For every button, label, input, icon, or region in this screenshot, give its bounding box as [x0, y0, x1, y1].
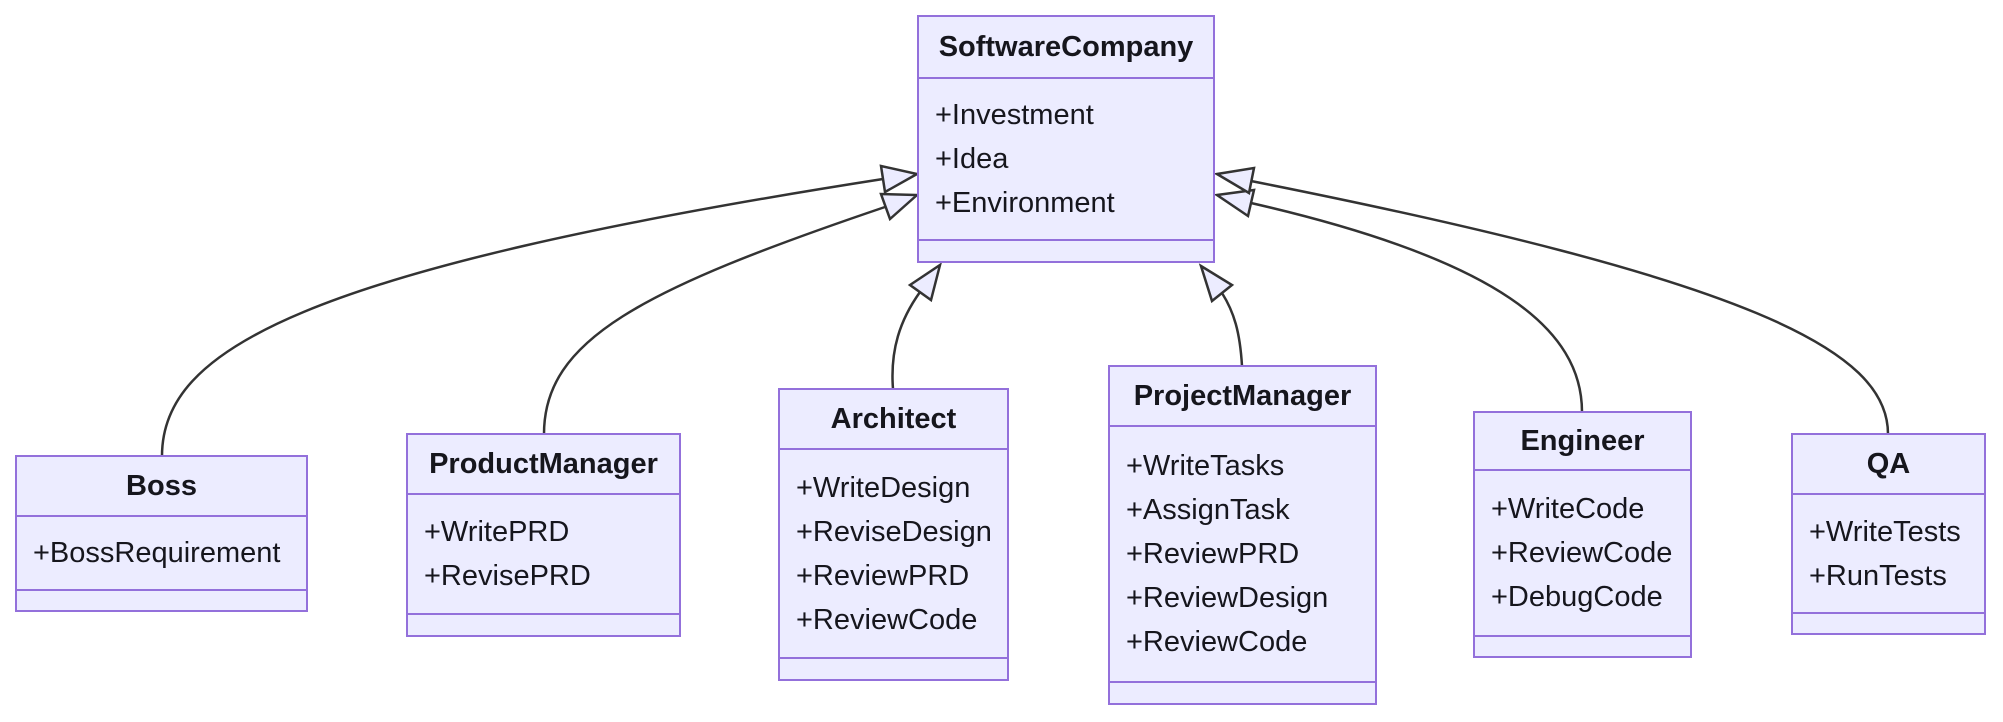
class-attribute: +WritePRD: [424, 516, 570, 548]
class-methods-empty: [1793, 614, 1984, 633]
class-attribute: +BossRequirement: [33, 537, 281, 569]
class-attributes: +WritePRD +RevisePRD: [408, 495, 679, 615]
class-attribute: +RunTests: [1809, 559, 1947, 592]
class-attribute: +Idea: [935, 143, 1009, 175]
class-name: Boss: [17, 457, 306, 517]
inheritance-edge-qa: [1250, 179, 1890, 435]
class-attribute: +Environment: [935, 187, 1115, 219]
inheritance-arrowhead-productmanager: [879, 192, 921, 222]
inheritance-arrowhead-projectmanager: [1198, 263, 1235, 304]
class-attributes: +WriteTests +RunTests: [1793, 495, 1984, 614]
class-attribute: +ReviewCode: [796, 603, 978, 636]
class-softwarecompany: SoftwareCompany +Investment +Idea +Envir…: [917, 15, 1215, 263]
class-attribute: +Investment: [935, 99, 1094, 131]
inheritance-edge-projectmanager: [1220, 292, 1244, 367]
class-attribute: +ReviseDesign: [796, 515, 992, 548]
class-productmanager: ProductManager +WritePRD +RevisePRD: [406, 433, 681, 637]
class-qa: QA +WriteTests +RunTests: [1791, 433, 1986, 635]
class-attributes: +Investment +Idea +Environment: [919, 79, 1213, 241]
class-name: Engineer: [1475, 413, 1690, 471]
inheritance-edge-engineer: [1250, 201, 1584, 413]
inheritance-arrowhead-architect: [907, 262, 943, 303]
class-attribute: +RevisePRD: [424, 560, 591, 592]
inheritance-edge-boss: [160, 177, 884, 457]
class-methods-empty: [780, 659, 1007, 679]
class-name: ProductManager: [408, 435, 679, 495]
class-attribute: +ReviewCode: [1491, 537, 1673, 569]
class-attribute: +ReviewPRD: [796, 559, 970, 592]
class-name: ProjectManager: [1110, 367, 1375, 427]
inheritance-arrowhead-boss: [879, 164, 921, 194]
class-attribute: +AssignTask: [1126, 494, 1290, 526]
class-methods-empty: [17, 591, 306, 610]
class-methods-empty: [1475, 637, 1690, 656]
class-attribute: +WriteTests: [1809, 515, 1961, 548]
class-engineer: Engineer +WriteCode +ReviewCode +DebugCo…: [1473, 411, 1692, 658]
class-methods-empty: [919, 241, 1213, 261]
class-attributes: +WriteTasks +AssignTask +ReviewPRD +Revi…: [1110, 427, 1375, 683]
inheritance-arrowhead-qa: [1213, 166, 1256, 195]
class-name: QA: [1793, 435, 1984, 495]
class-attribute: +ReviewDesign: [1126, 582, 1329, 614]
class-name: SoftwareCompany: [919, 17, 1213, 79]
class-attribute: +WriteDesign: [796, 471, 971, 504]
class-attributes: +WriteCode +ReviewCode +DebugCode: [1475, 471, 1690, 637]
inheritance-edge-architect: [891, 291, 922, 390]
class-methods-empty: [408, 615, 679, 635]
class-methods-empty: [1110, 683, 1375, 703]
class-name: Architect: [780, 390, 1007, 450]
class-boss: Boss +BossRequirement: [15, 455, 308, 612]
class-attributes: +WriteDesign +ReviseDesign +ReviewPRD +R…: [780, 450, 1007, 659]
class-architect: Architect +WriteDesign +ReviseDesign +Re…: [778, 388, 1009, 681]
class-projectmanager: ProjectManager +WriteTasks +AssignTask +…: [1108, 365, 1377, 705]
class-attributes: +BossRequirement: [17, 517, 306, 591]
class-attribute: +ReviewPRD: [1126, 538, 1300, 570]
inheritance-arrowhead-engineer: [1213, 188, 1256, 219]
class-attribute: +ReviewCode: [1126, 626, 1308, 658]
class-attribute: +DebugCode: [1491, 581, 1663, 613]
class-attribute: +WriteTasks: [1126, 450, 1285, 482]
inheritance-edge-productmanager: [542, 205, 886, 435]
class-attribute: +WriteCode: [1491, 493, 1645, 525]
